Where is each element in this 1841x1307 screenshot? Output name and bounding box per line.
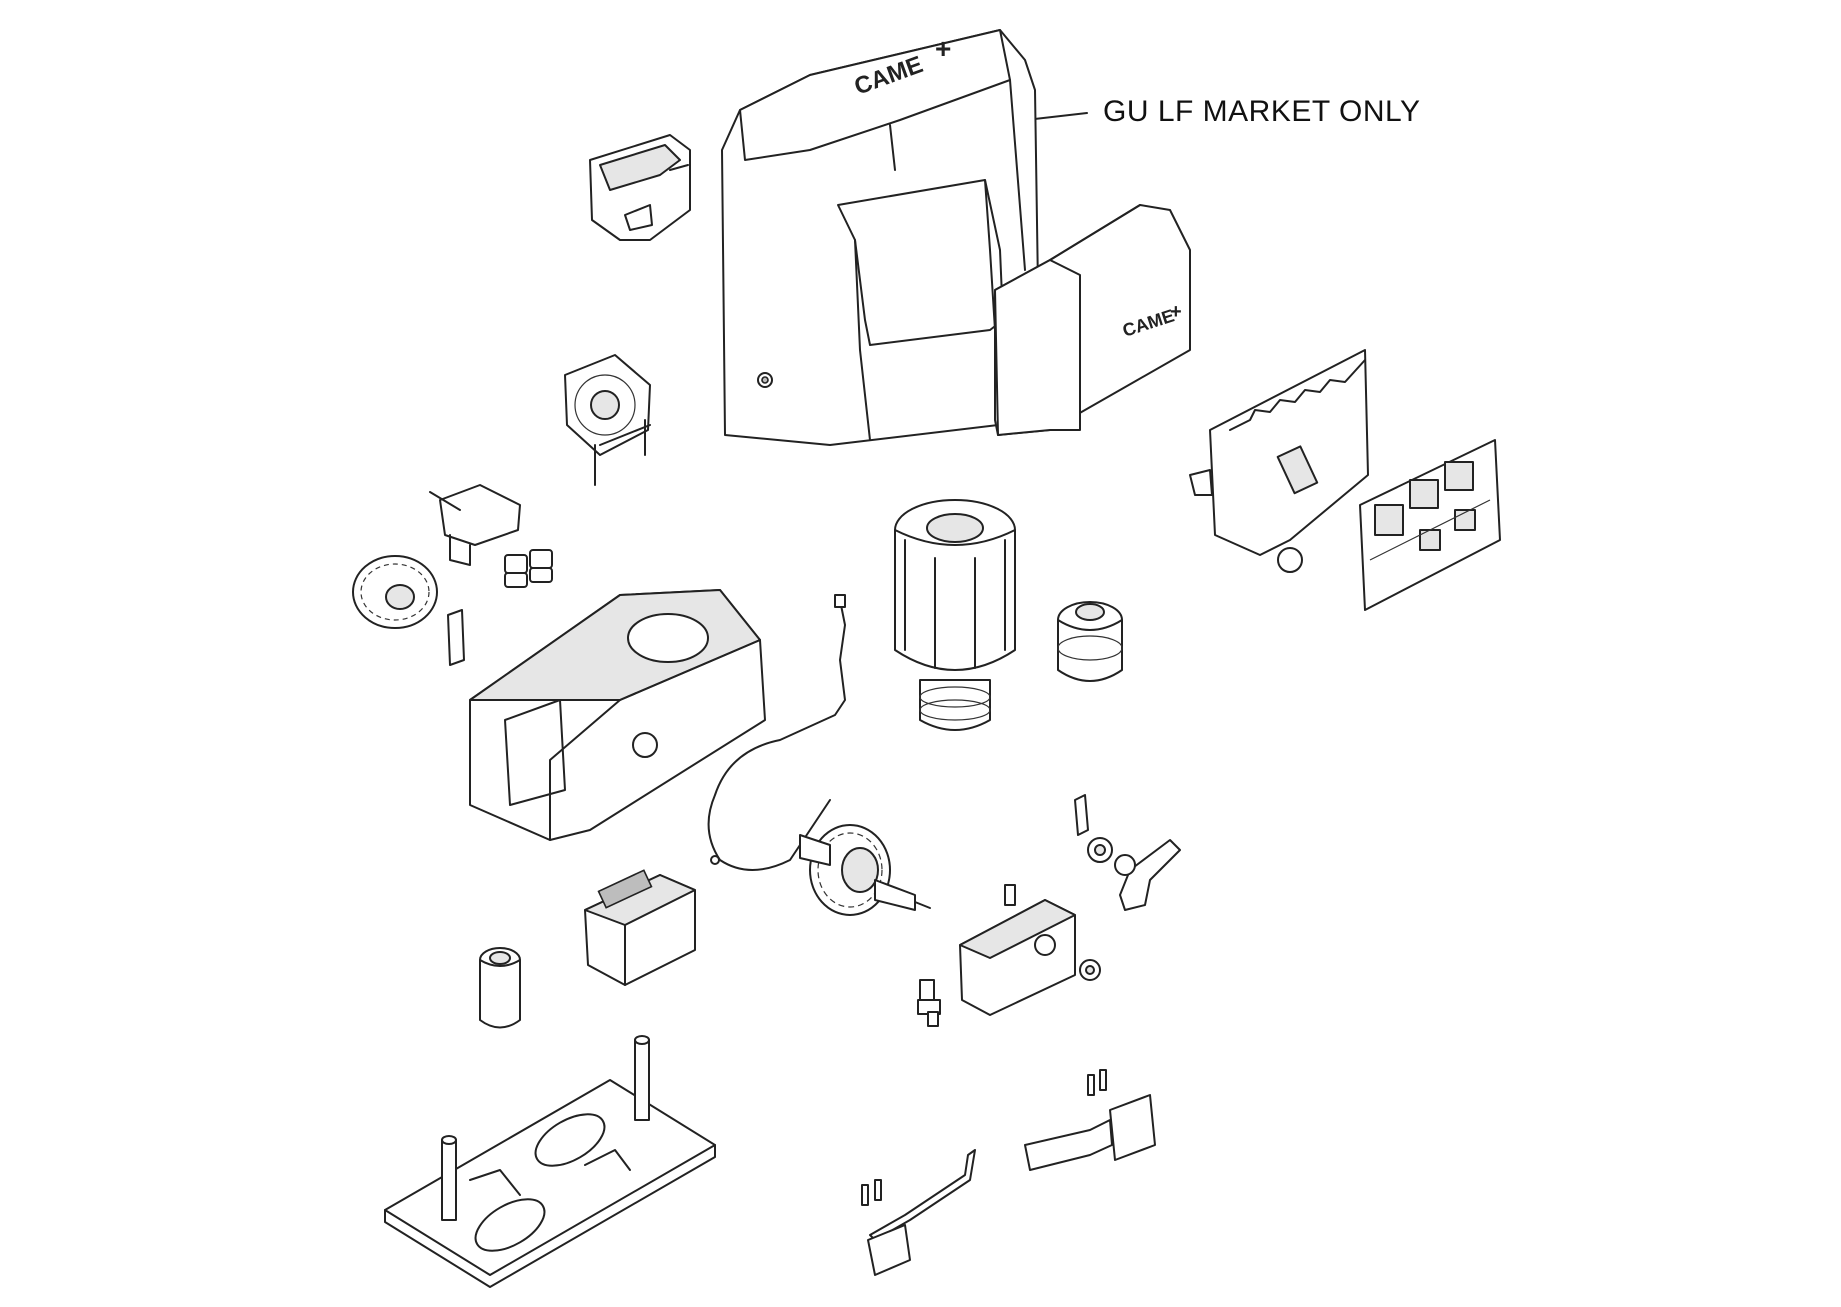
gearbox-housing — [469, 589, 766, 841]
worm-gear — [799, 824, 931, 916]
terminal-connectors — [504, 549, 553, 588]
control-board-bracket — [1189, 349, 1369, 573]
small-cover — [589, 134, 691, 241]
limit-bracket-left — [861, 1149, 976, 1276]
release-mechanism — [959, 884, 1101, 1016]
gasket — [707, 594, 846, 871]
limit-bracket-right — [1024, 1069, 1156, 1171]
connector-clip — [917, 979, 941, 1027]
side-cover: CAME + — [994, 204, 1191, 436]
drive-gear — [352, 555, 438, 629]
svg-text:+: + — [935, 33, 951, 64]
control-board — [1359, 439, 1501, 611]
release-lever — [1114, 839, 1181, 911]
motor-pulley — [1057, 601, 1123, 682]
cooling-fan — [564, 354, 651, 486]
electric-motor — [894, 499, 1016, 731]
transformer — [584, 869, 696, 986]
annotation-label: GU LF MARKET ONLY — [1103, 95, 1421, 128]
release-key — [1074, 794, 1113, 863]
anchor-plate — [384, 1035, 716, 1288]
svg-text:+: + — [1170, 301, 1182, 323]
fuse-holder — [447, 609, 465, 666]
limit-switch-assembly — [429, 484, 521, 566]
top-cover: CAME + — [721, 29, 1041, 446]
bushing — [479, 947, 521, 1029]
